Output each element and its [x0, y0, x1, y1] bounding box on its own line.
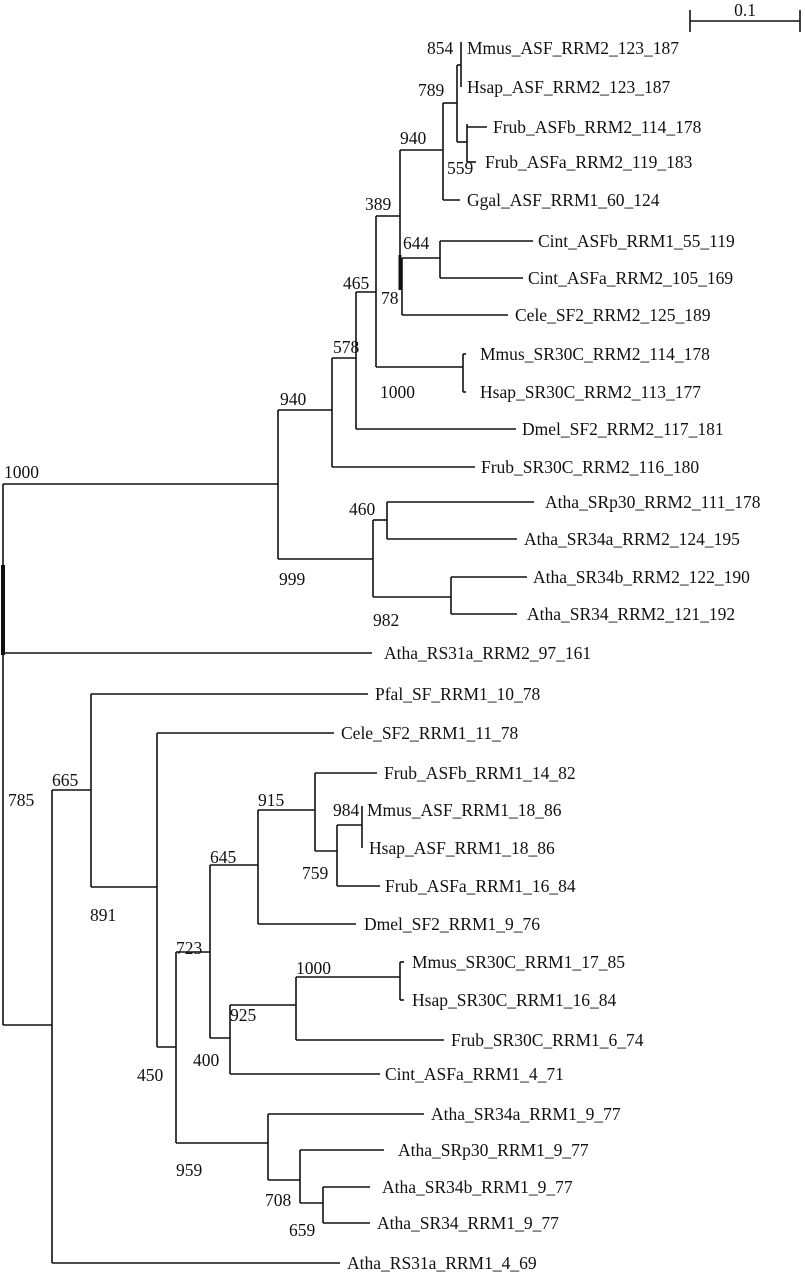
- leaf-label: Cele_SF2_RRM1_11_78: [341, 723, 519, 743]
- leaf-label: Mmus_SR30C_RRM1_17_85: [412, 952, 625, 972]
- bootstrap-value: 959: [176, 1160, 203, 1180]
- bootstrap-value: 854: [427, 38, 454, 58]
- bootstrap-value: 389: [365, 194, 392, 214]
- leaf-label: Ggal_ASF_RRM1_60_124: [467, 190, 660, 210]
- leaf-label: Frub_ASFb_RRM1_14_82: [384, 763, 576, 783]
- leaf-label: Mmus_ASF_RRM1_18_86: [367, 800, 562, 820]
- leaf-label: Mmus_SR30C_RRM2_114_178: [480, 344, 710, 364]
- leaf-label: Frub_SR30C_RRM2_116_180: [481, 457, 699, 477]
- bootstrap-value: 450: [137, 1065, 164, 1085]
- leaf-label: Atha_SR34a_RRM2_124_195: [524, 529, 740, 549]
- bootstrap-value: 982: [373, 610, 399, 630]
- leaf-label: Dmel_SF2_RRM2_117_181: [522, 419, 724, 439]
- tree-branches: [1, 42, 534, 1264]
- bootstrap-value: 559: [447, 158, 474, 178]
- bootstrap-value: 723: [176, 938, 203, 958]
- leaf-label: Atha_SR34b_RRM1_9_77: [382, 1177, 573, 1197]
- leaf-label: Cint_ASFa_RRM1_4_71: [385, 1064, 564, 1084]
- scale-bar-label: 0.1: [734, 0, 756, 20]
- bootstrap-value: 999: [279, 569, 306, 589]
- bootstrap-value: 759: [302, 863, 329, 883]
- bootstrap-value: 460: [349, 499, 376, 519]
- leaf-label: Mmus_ASF_RRM2_123_187: [467, 38, 679, 58]
- leaf-label: Hsap_SR30C_RRM2_113_177: [480, 382, 701, 402]
- leaf-label: Atha_SRp30_RRM2_111_178: [545, 492, 761, 512]
- bootstrap-value: 925: [230, 1005, 257, 1025]
- bootstrap-value: 78: [381, 288, 399, 308]
- bootstrap-value: 1000: [380, 382, 415, 402]
- bootstrap-value: 465: [343, 273, 370, 293]
- leaf-label: Atha_SR34_RRM2_121_192: [527, 604, 735, 624]
- leaf-label: Frub_SR30C_RRM1_6_74: [451, 1030, 644, 1050]
- bootstrap-value: 891: [90, 905, 116, 925]
- bootstrap-value: 400: [193, 1050, 220, 1070]
- leaf-label: Dmel_SF2_RRM1_9_76: [364, 914, 540, 934]
- bootstrap-value: 645: [210, 847, 237, 867]
- bootstrap-value: 940: [280, 389, 307, 409]
- leaf-label: Cint_ASFa_RRM2_105_169: [528, 268, 733, 288]
- bootstrap-value: 1000: [296, 958, 331, 978]
- leaf-label: Cint_ASFb_RRM1_55_119: [538, 231, 735, 251]
- leaf-label: Hsap_ASF_RRM2_123_187: [467, 77, 670, 97]
- bootstrap-value: 708: [265, 1190, 292, 1210]
- leaf-label: Frub_ASFb_RRM2_114_178: [493, 117, 702, 137]
- bootstrap-labels: 854 789 559 940 644 78 389 465 1000 578 940 1000 460…: [4, 38, 474, 1240]
- bootstrap-value: 915: [258, 790, 285, 810]
- leaf-label: Pfal_SF_RRM1_10_78: [375, 684, 541, 704]
- leaf-label: Atha_SR34b_RRM2_122_190: [533, 567, 750, 587]
- leaf-label: Atha_SRp30_RRM1_9_77: [398, 1140, 589, 1160]
- bootstrap-value: 644: [403, 233, 430, 253]
- leaf-label: Atha_SR34_RRM1_9_77: [377, 1213, 559, 1233]
- bootstrap-value: 789: [418, 80, 445, 100]
- leaf-label: Atha_RS31a_RRM1_4_69: [347, 1253, 537, 1273]
- leaf-labels: Mmus_ASF_RRM2_123_187Hsap_ASF_RRM2_123_1…: [341, 38, 761, 1273]
- bootstrap-value: 578: [333, 337, 360, 357]
- bootstrap-value: 984: [333, 800, 360, 820]
- bootstrap-value: 785: [8, 790, 35, 810]
- leaf-label: Hsap_ASF_RRM1_18_86: [369, 838, 555, 858]
- scale-bar: 0.1: [689, 0, 801, 32]
- leaf-label: Atha_SR34a_RRM1_9_77: [431, 1104, 621, 1124]
- leaf-label: Atha_RS31a_RRM2_97_161: [384, 643, 591, 663]
- leaf-label: Frub_ASFa_RRM1_16_84: [385, 876, 576, 896]
- leaf-label: Hsap_SR30C_RRM1_16_84: [412, 990, 616, 1010]
- bootstrap-value: 659: [289, 1220, 316, 1240]
- leaf-label: Cele_SF2_RRM2_125_189: [515, 305, 711, 325]
- bootstrap-value: 1000: [4, 462, 39, 482]
- bootstrap-value: 940: [400, 128, 427, 148]
- bootstrap-value: 665: [52, 770, 79, 790]
- leaf-label: Frub_ASFa_RRM2_119_183: [485, 152, 693, 172]
